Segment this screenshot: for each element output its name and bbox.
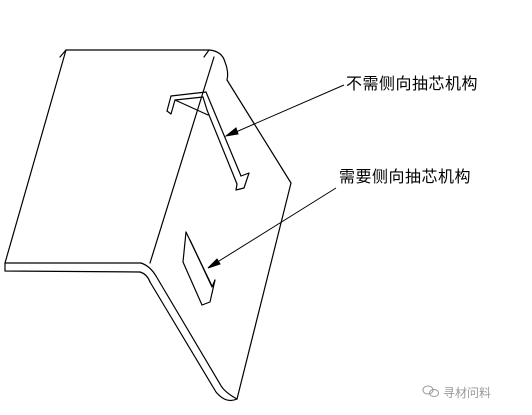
label-needs-slider: 需要侧向抽芯机构: [339, 167, 472, 186]
lower-pocket-feature: [182, 231, 216, 306]
arrowhead-no-slider: [224, 127, 239, 137]
leader-line-needs-slider: [210, 187, 337, 267]
watermark-text: 寻材问料: [443, 386, 492, 400]
leader-line-no-slider: [228, 84, 345, 136]
upper-rib-feature: [166, 91, 250, 191]
leader-lines: [207, 84, 345, 269]
wechat-icon: [422, 385, 439, 397]
arrowhead-needs-slider: [207, 258, 221, 269]
vertical-wall: [149, 79, 292, 402]
top-flange: [4, 49, 226, 273]
bend-edge: [139, 61, 229, 283]
label-no-slider: 不需侧向抽芯机构: [346, 74, 479, 93]
